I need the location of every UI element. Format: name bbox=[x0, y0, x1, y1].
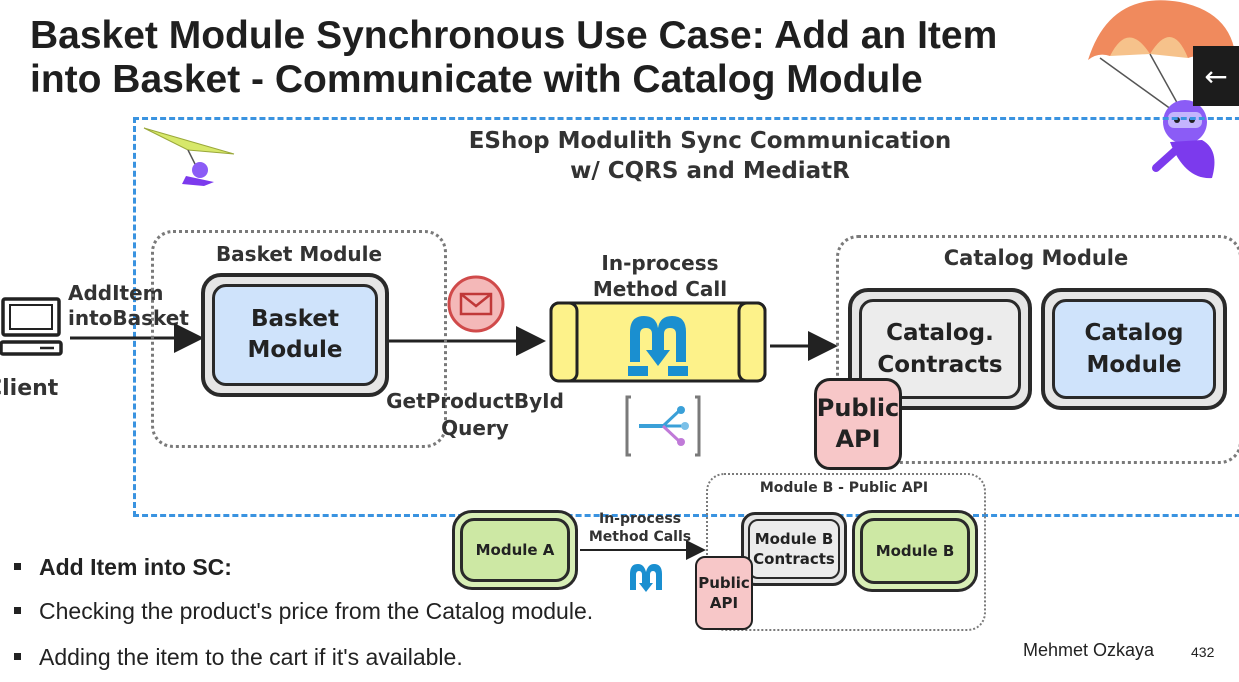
module-b-label: Module B bbox=[860, 518, 970, 584]
module-b-public-api-line1: Public bbox=[698, 574, 750, 592]
diagram-heading-line2: w/ CQRS and MediatR bbox=[570, 158, 850, 184]
bullet-marker bbox=[14, 607, 21, 615]
catalog-node-line2: Module bbox=[1086, 352, 1182, 378]
catalog-group-label: Catalog Module bbox=[943, 246, 1129, 270]
module-b-contracts-line1: Module B bbox=[754, 530, 834, 548]
basket-module-node: Basket Module bbox=[201, 273, 389, 397]
catalog-contracts-line1: Catalog. bbox=[886, 320, 994, 346]
bullet-item: Add Item into SC: bbox=[14, 554, 232, 581]
request-label-line2: intoBasket bbox=[68, 306, 189, 330]
request-label: AddItem intoBasket bbox=[68, 281, 189, 331]
bullet-marker bbox=[14, 563, 21, 571]
module-a-label: Module A bbox=[460, 518, 570, 582]
catalog-contracts-line2: Contracts bbox=[877, 352, 1003, 378]
catalog-public-api-line1: Public bbox=[816, 394, 900, 422]
module-b-contracts-line2: Contracts bbox=[753, 550, 835, 568]
hang-glider-mascot-icon bbox=[143, 127, 235, 186]
slide-title: Basket Module Synchronous Use Case: Add … bbox=[30, 14, 1090, 102]
query-label: GetProductById Query bbox=[370, 388, 580, 442]
diagram-heading-line1: EShop Modulith Sync Communication bbox=[468, 128, 952, 154]
arrow-left-icon: ← bbox=[1204, 59, 1228, 93]
small-mediatr-logo-icon bbox=[630, 564, 662, 592]
module-b-contracts-node: Module B Contracts bbox=[741, 512, 847, 586]
bullet-item: Checking the product's price from the Ca… bbox=[14, 598, 593, 625]
catalog-module-node: Catalog Module bbox=[1041, 288, 1227, 410]
mediatr-logo-icon bbox=[628, 316, 688, 376]
small-calls-line2: Method Calls bbox=[588, 529, 692, 545]
catalog-node-line1: Catalog bbox=[1084, 320, 1184, 346]
module-b-node: Module B bbox=[852, 510, 978, 592]
module-b-public-api-line2: API bbox=[709, 594, 739, 612]
back-arrow-button[interactable]: ← bbox=[1193, 46, 1239, 106]
page-number: 432 bbox=[1191, 644, 1215, 660]
computer-icon bbox=[0, 297, 63, 356]
parachute-mascot-icon bbox=[1088, 0, 1237, 179]
basket-module-group bbox=[151, 230, 447, 448]
query-label-line2: Query bbox=[441, 416, 509, 440]
envelope-icon bbox=[447, 275, 505, 333]
small-calls-label: In-process Method Calls bbox=[580, 510, 700, 546]
module-b-group-label: Module B - Public API bbox=[759, 480, 929, 496]
bullet-item: Adding the item to the cart if it's avai… bbox=[14, 644, 463, 671]
bullet-marker bbox=[14, 653, 21, 661]
small-calls-line1: In-process bbox=[599, 511, 681, 527]
catalog-public-api-node: Public API bbox=[814, 378, 902, 470]
basket-node-line1: Basket bbox=[250, 306, 339, 332]
module-a-node: Module A bbox=[452, 510, 578, 590]
pipeline-icon bbox=[625, 395, 701, 457]
catalog-public-api-line2: API bbox=[835, 425, 881, 453]
mediator-bar bbox=[549, 301, 767, 383]
query-label-line1: GetProductById bbox=[386, 389, 564, 413]
inprocess-label-line2: Method Call bbox=[592, 277, 728, 301]
inprocess-label-line1: In-process bbox=[601, 251, 719, 275]
slide-title-line2: into Basket - Communicate with Catalog M… bbox=[30, 58, 923, 101]
request-label-line1: AddItem bbox=[68, 281, 164, 305]
slide-title-line1: Basket Module Synchronous Use Case: Add … bbox=[30, 14, 998, 57]
basket-group-label: Basket Module bbox=[215, 242, 383, 266]
module-b-public-api-node: Public API bbox=[695, 556, 753, 630]
basket-node-line2: Module bbox=[247, 337, 343, 363]
catalog-module-group bbox=[836, 235, 1239, 464]
inprocess-label: In-process Method Call bbox=[560, 250, 760, 302]
author-name: Mehmet Ozkaya bbox=[1023, 640, 1155, 660]
client-label: Client bbox=[0, 376, 59, 401]
module-b-group bbox=[706, 473, 986, 631]
diagram-heading: EShop Modulith Sync Communication w/ CQR… bbox=[440, 126, 980, 186]
sync-communication-frame bbox=[133, 117, 1239, 517]
